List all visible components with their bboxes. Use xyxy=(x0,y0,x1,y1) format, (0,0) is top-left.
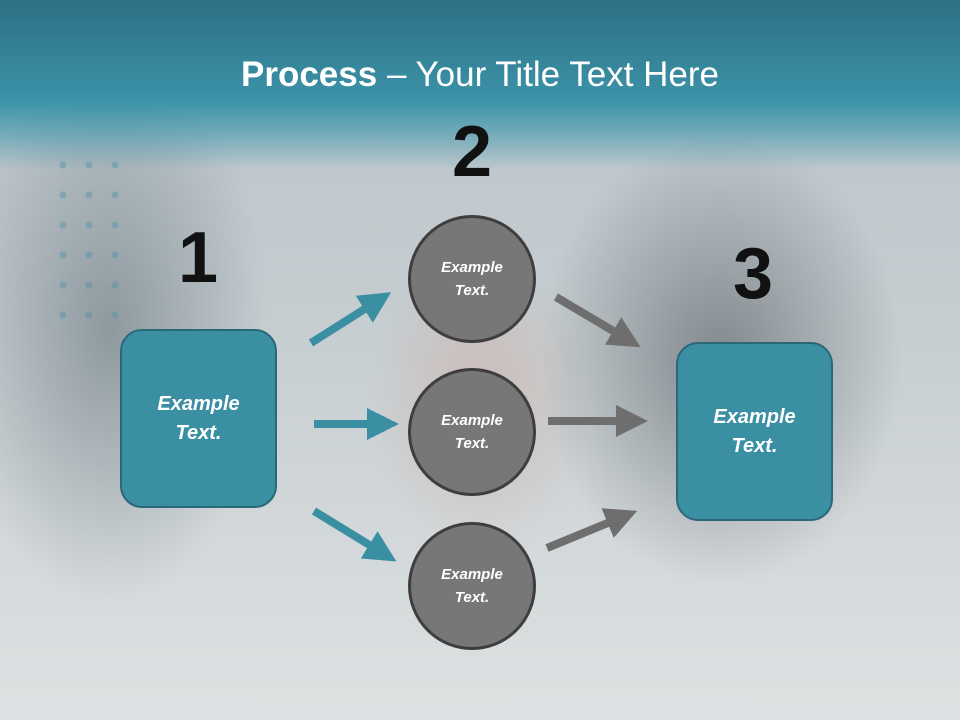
step-number-1: 1 xyxy=(177,218,219,298)
header-band xyxy=(0,0,960,170)
arrow-gray-up-icon xyxy=(545,508,638,552)
step-2-middle-text: Example Text. xyxy=(441,412,503,452)
step-2-circle-middle: Example Text. xyxy=(408,368,536,496)
step-2-top-text: Example Text. xyxy=(441,259,503,299)
step-3-box: Example Text. xyxy=(676,342,833,521)
step-3-text: Example Text. xyxy=(713,405,796,457)
step-2-bottom-text: Example Text. xyxy=(441,566,503,606)
step-1-box: Example Text. xyxy=(120,329,277,508)
step-number-2: 2 xyxy=(451,112,493,192)
title-bold: Process xyxy=(241,55,378,94)
step-number-3: 3 xyxy=(732,234,774,314)
step-2-circle-bottom: Example Text. xyxy=(408,522,536,650)
title-rest: – Your Title Text Here xyxy=(377,55,719,94)
background-pattern xyxy=(50,150,120,340)
step-2-circle-top: Example Text. xyxy=(408,215,536,343)
step-1-text: Example Text. xyxy=(157,392,240,444)
slide-title: Process – Your Title Text Here xyxy=(0,52,960,98)
arrow-gray-down-icon xyxy=(553,293,641,348)
arrow-right-up-icon xyxy=(308,292,392,347)
arrow-right-down-icon xyxy=(311,507,397,562)
